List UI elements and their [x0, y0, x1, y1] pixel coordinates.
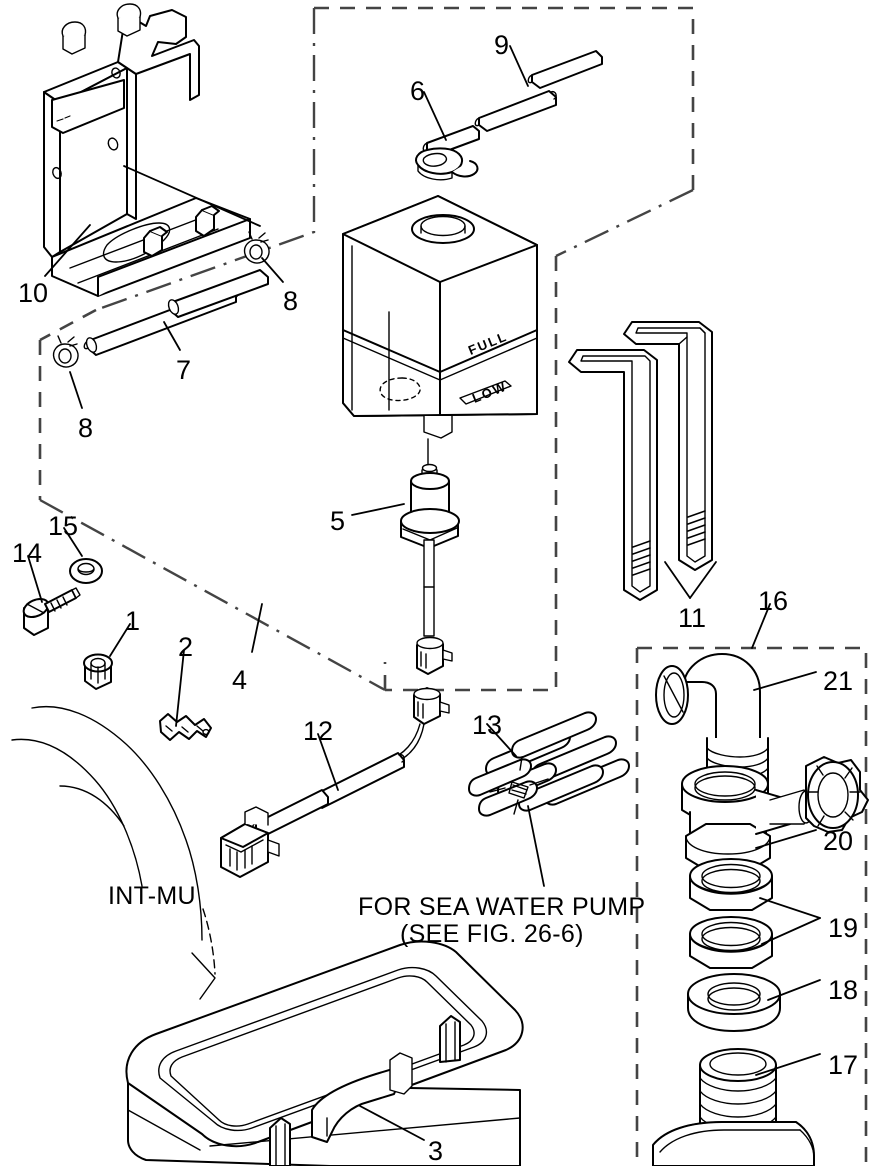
valve — [681, 756, 869, 871]
callout-2: 2 — [178, 632, 194, 662]
threaded-adapter — [652, 1048, 815, 1166]
callout-5: 5 — [330, 506, 346, 536]
annotation-see-fig: (SEE FIG. 26-6) — [400, 920, 584, 948]
callout-15: 15 — [48, 511, 79, 541]
callout-18: 18 — [828, 975, 859, 1005]
hose-7b — [167, 269, 269, 318]
callout-1: 1 — [125, 606, 141, 636]
callout-7: 7 — [176, 355, 192, 385]
hex-wrenches — [568, 321, 713, 601]
annotation-sea-water-pump: FOR SEA WATER PUMP — [358, 893, 646, 921]
callout-21: 21 — [823, 666, 854, 696]
washer — [69, 558, 103, 584]
callout-9: 9 — [494, 30, 510, 60]
hose-clamp-lower — [52, 335, 79, 368]
callout-3: 3 — [428, 1136, 444, 1166]
sensor-lead — [220, 687, 450, 878]
tool-box — [125, 940, 524, 1166]
callout-12: 12 — [303, 716, 334, 746]
engine-cowl-outline — [11, 705, 216, 1000]
hose-9 — [474, 50, 603, 132]
callout-11: 11 — [678, 603, 707, 633]
impeller — [468, 711, 630, 817]
washer-seal — [687, 973, 781, 1032]
leader-lines — [27, 45, 821, 1141]
nut — [83, 653, 113, 690]
callout-17: 17 — [828, 1050, 859, 1080]
clip — [159, 713, 212, 741]
annotation-int-mu: INT-MU — [108, 882, 196, 910]
group-boundary-tank — [38, 6, 695, 692]
bolt — [22, 587, 81, 636]
callout-8-upper: 8 — [283, 286, 299, 316]
wrench-grip-a — [687, 510, 706, 546]
callout-19: 19 — [828, 913, 859, 943]
lock-nut-upper — [689, 858, 773, 911]
callout-16: 16 — [758, 586, 789, 616]
callout-8-lower: 8 — [78, 413, 94, 443]
level-sensor — [400, 438, 460, 675]
callout-14: 14 — [12, 538, 43, 568]
mounting-bracket — [43, 3, 251, 297]
callout-10: 10 — [18, 278, 49, 308]
lock-nut-lower — [689, 916, 773, 969]
group-boundary-flushing-kit — [635, 646, 868, 1166]
hose-clamp-upper — [243, 231, 270, 264]
callout-13: 13 — [472, 710, 503, 740]
callout-6: 6 — [410, 76, 426, 106]
callout-4: 4 — [232, 665, 248, 695]
callout-20: 20 — [823, 826, 854, 856]
reservoir-tank — [342, 195, 538, 439]
tank-cap — [415, 125, 480, 181]
wrench-grip-b — [632, 540, 651, 576]
